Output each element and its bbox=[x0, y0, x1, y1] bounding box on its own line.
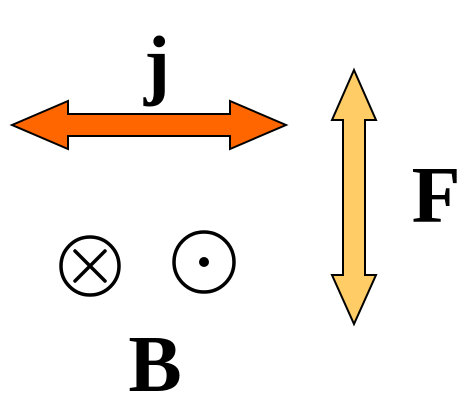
current-double-arrow bbox=[9, 99, 289, 151]
field-label: B bbox=[128, 321, 181, 393]
force-double-arrow bbox=[330, 67, 378, 327]
current-label: j bbox=[143, 20, 170, 107]
force-label: F bbox=[412, 152, 461, 240]
dot-in-circle-icon bbox=[172, 230, 236, 294]
cross-in-circle-icon bbox=[59, 235, 121, 297]
